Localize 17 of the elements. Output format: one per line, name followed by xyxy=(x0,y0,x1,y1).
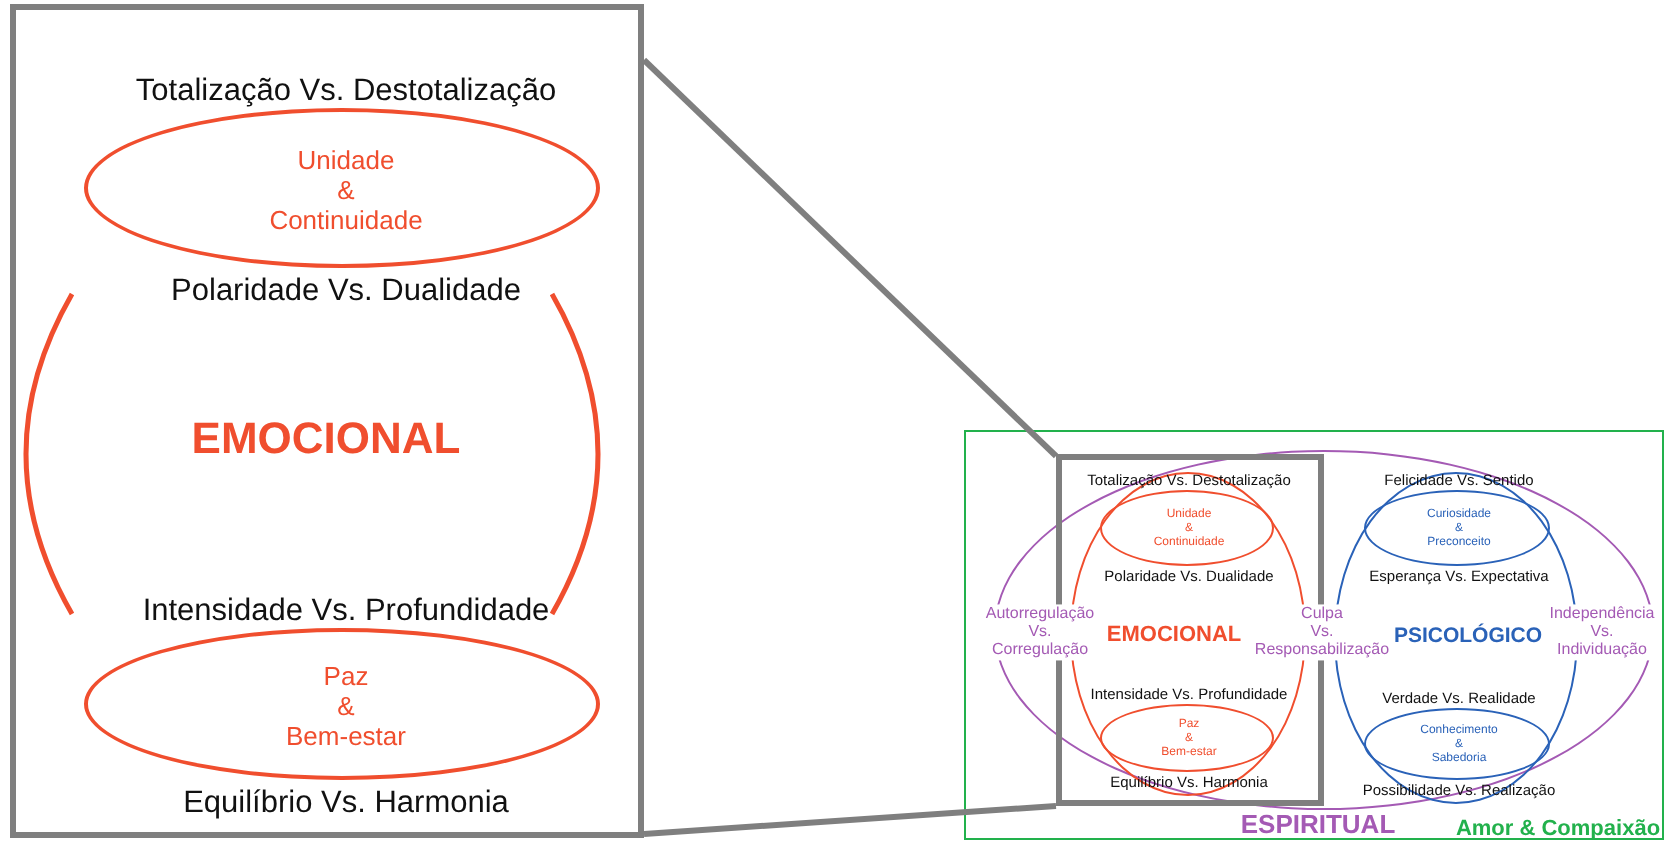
domain-title: Amor & Compaixão xyxy=(1455,817,1661,843)
side-label: Culpa Vs. Responsabilização xyxy=(1250,604,1394,660)
side-label: Independência Vs. Individuação xyxy=(1545,604,1659,660)
domain-title: PSICOLÓGICO xyxy=(1393,623,1543,649)
pair-label: Equilíbrio Vs. Harmonia xyxy=(183,786,509,822)
side-label: Autorregulação Vs. Corregulação xyxy=(981,604,1099,660)
zoom-panel xyxy=(10,4,644,838)
zoom-line xyxy=(643,803,1057,837)
theme-label: Unidade & Continuidade xyxy=(267,147,425,237)
domain-title: EMOCIONAL xyxy=(1106,623,1242,649)
domain-title: ESPIRITUAL xyxy=(1240,811,1396,841)
domain-title: EMOCIONAL xyxy=(191,412,461,464)
pair-label: Totalização Vs. Destotalização xyxy=(135,74,557,110)
pair-label: Intensidade Vs. Profundidade xyxy=(142,594,550,630)
theme-label: Paz & Bem-estar xyxy=(284,663,408,753)
zoom-line xyxy=(641,57,1059,459)
pair-label: Polaridade Vs. Dualidade xyxy=(171,274,521,310)
